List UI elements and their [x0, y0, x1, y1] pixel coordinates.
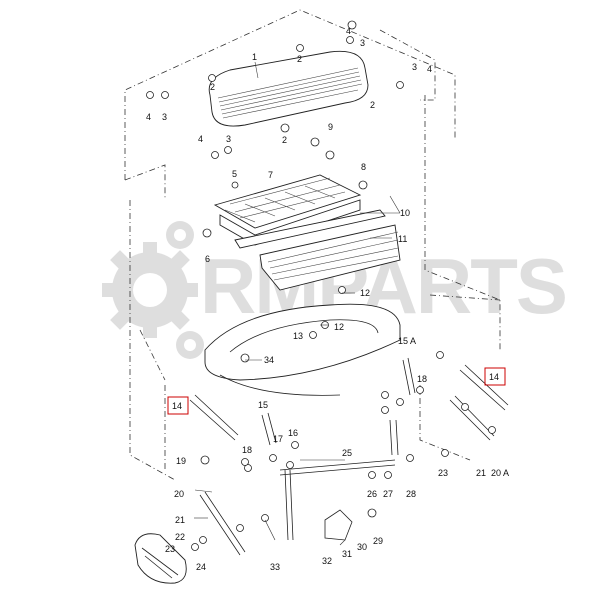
- callout-20: 20: [174, 489, 184, 499]
- lid-lock-cover: [134, 533, 187, 584]
- hinge-struts: [189, 357, 509, 556]
- callout-34: 34: [264, 355, 274, 365]
- callout-14-right: 14: [489, 372, 499, 382]
- callout-17: 17: [273, 434, 283, 444]
- callout-16: 16: [288, 428, 298, 438]
- callout-2b: 2: [370, 100, 375, 110]
- highlight-box-left: [167, 396, 189, 415]
- callout-18a: 18: [242, 445, 252, 455]
- callout-3c: 3: [412, 62, 417, 72]
- callout-1: 1: [252, 52, 257, 62]
- callout-2c: 2: [282, 135, 287, 145]
- callout-29: 29: [373, 536, 383, 546]
- callout-5: 5: [232, 169, 237, 179]
- callout-4c: 4: [427, 64, 432, 74]
- callout-11: 11: [398, 234, 407, 244]
- callout-27: 27: [383, 489, 393, 499]
- callout-labels: 1 2 2 2 2 3 3 3 3 4 4 4 4 5 6 7 8 9 10 1…: [146, 26, 509, 572]
- callout-9: 9: [328, 122, 333, 132]
- callout-8: 8: [361, 162, 366, 172]
- callout-22: 22: [175, 532, 185, 542]
- callout-25: 25: [342, 448, 352, 458]
- callout-21a: 21: [175, 515, 185, 525]
- callout-2d: 2: [210, 82, 215, 92]
- callout-4b: 4: [346, 26, 351, 36]
- callout-18b: 18: [417, 374, 427, 384]
- rear-lid-grille: [208, 50, 369, 127]
- callout-26: 26: [367, 489, 377, 499]
- callout-33: 33: [270, 562, 280, 572]
- callout-12b: 12: [334, 322, 344, 332]
- callout-20a: 20 A: [491, 468, 509, 478]
- callout-30: 30: [357, 542, 367, 552]
- callout-6: 6: [205, 254, 210, 264]
- callout-14-left: 14: [172, 401, 182, 411]
- trim-strips: [234, 209, 401, 291]
- callout-10: 10: [400, 208, 410, 218]
- assembly-outline: [124, 9, 501, 481]
- callout-3b: 3: [360, 38, 365, 48]
- callout-13: 13: [293, 331, 303, 341]
- callout-2a: 2: [297, 54, 302, 64]
- gear-logo-icon: [102, 221, 204, 359]
- callout-24: 24: [196, 562, 206, 572]
- callout-23b: 23: [438, 468, 448, 478]
- callout-4a: 4: [146, 112, 151, 122]
- callout-32: 32: [322, 556, 332, 566]
- leader-lines: [194, 61, 401, 546]
- rear-lid-panel: [204, 303, 401, 396]
- callout-19: 19: [176, 456, 186, 466]
- grille-frame-assembly: [213, 174, 362, 246]
- callout-15a: 15 A: [398, 336, 416, 346]
- callout-31: 31: [342, 549, 352, 559]
- callout-12a: 12: [360, 288, 370, 298]
- callout-4d: 4: [198, 134, 203, 144]
- callout-7: 7: [268, 170, 273, 180]
- callout-23a: 23: [165, 544, 175, 554]
- callout-3d: 3: [226, 134, 231, 144]
- highlight-box-right: [484, 367, 506, 386]
- callout-21b: 21: [476, 468, 486, 478]
- callout-15: 15: [258, 400, 268, 410]
- callout-3a: 3: [162, 112, 167, 122]
- callout-28: 28: [406, 489, 416, 499]
